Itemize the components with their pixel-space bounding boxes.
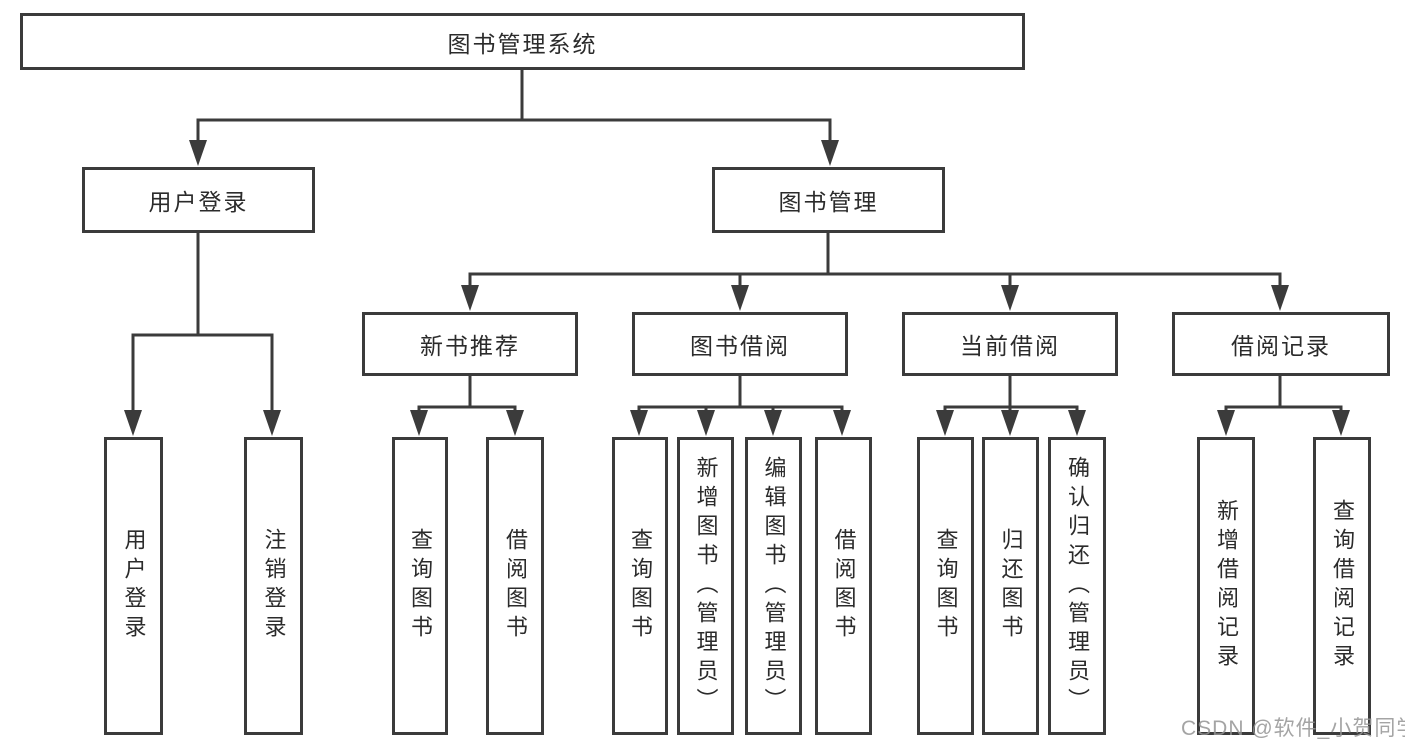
node-library-management-system: 图书管理系统 xyxy=(20,13,1025,70)
leaf-query-books-rec: 查询图书 xyxy=(392,437,448,735)
leaf-query-borrow-record: 查询借阅记录 xyxy=(1313,437,1371,735)
leaf-query-books-current: 查询图书 xyxy=(917,437,974,735)
leaf-borrow-books-rec: 借阅图书 xyxy=(486,437,544,735)
leaf-return-books: 归还图书 xyxy=(982,437,1039,735)
node-book-borrowing: 图书借阅 xyxy=(632,312,848,376)
leaf-user-login: 用户登录 xyxy=(104,437,163,735)
leaf-borrow-books: 借阅图书 xyxy=(815,437,872,735)
leaf-confirm-return-admin: 确认归还（管理员） xyxy=(1048,437,1106,735)
node-book-management: 图书管理 xyxy=(712,167,945,233)
node-borrowing-records: 借阅记录 xyxy=(1172,312,1390,376)
node-new-book-recommendation: 新书推荐 xyxy=(362,312,578,376)
leaf-query-books-borrow: 查询图书 xyxy=(612,437,668,735)
leaf-logout: 注销登录 xyxy=(244,437,303,735)
leaf-edit-books-admin: 编辑图书（管理员） xyxy=(745,437,802,735)
csdn-watermark: CSDN @软件_小贺同学 xyxy=(1181,717,1405,740)
node-current-borrowing: 当前借阅 xyxy=(902,312,1118,376)
leaf-add-books-admin: 新增图书（管理员） xyxy=(677,437,734,735)
leaf-add-borrow-record: 新增借阅记录 xyxy=(1197,437,1255,735)
node-user-login: 用户登录 xyxy=(82,167,315,233)
